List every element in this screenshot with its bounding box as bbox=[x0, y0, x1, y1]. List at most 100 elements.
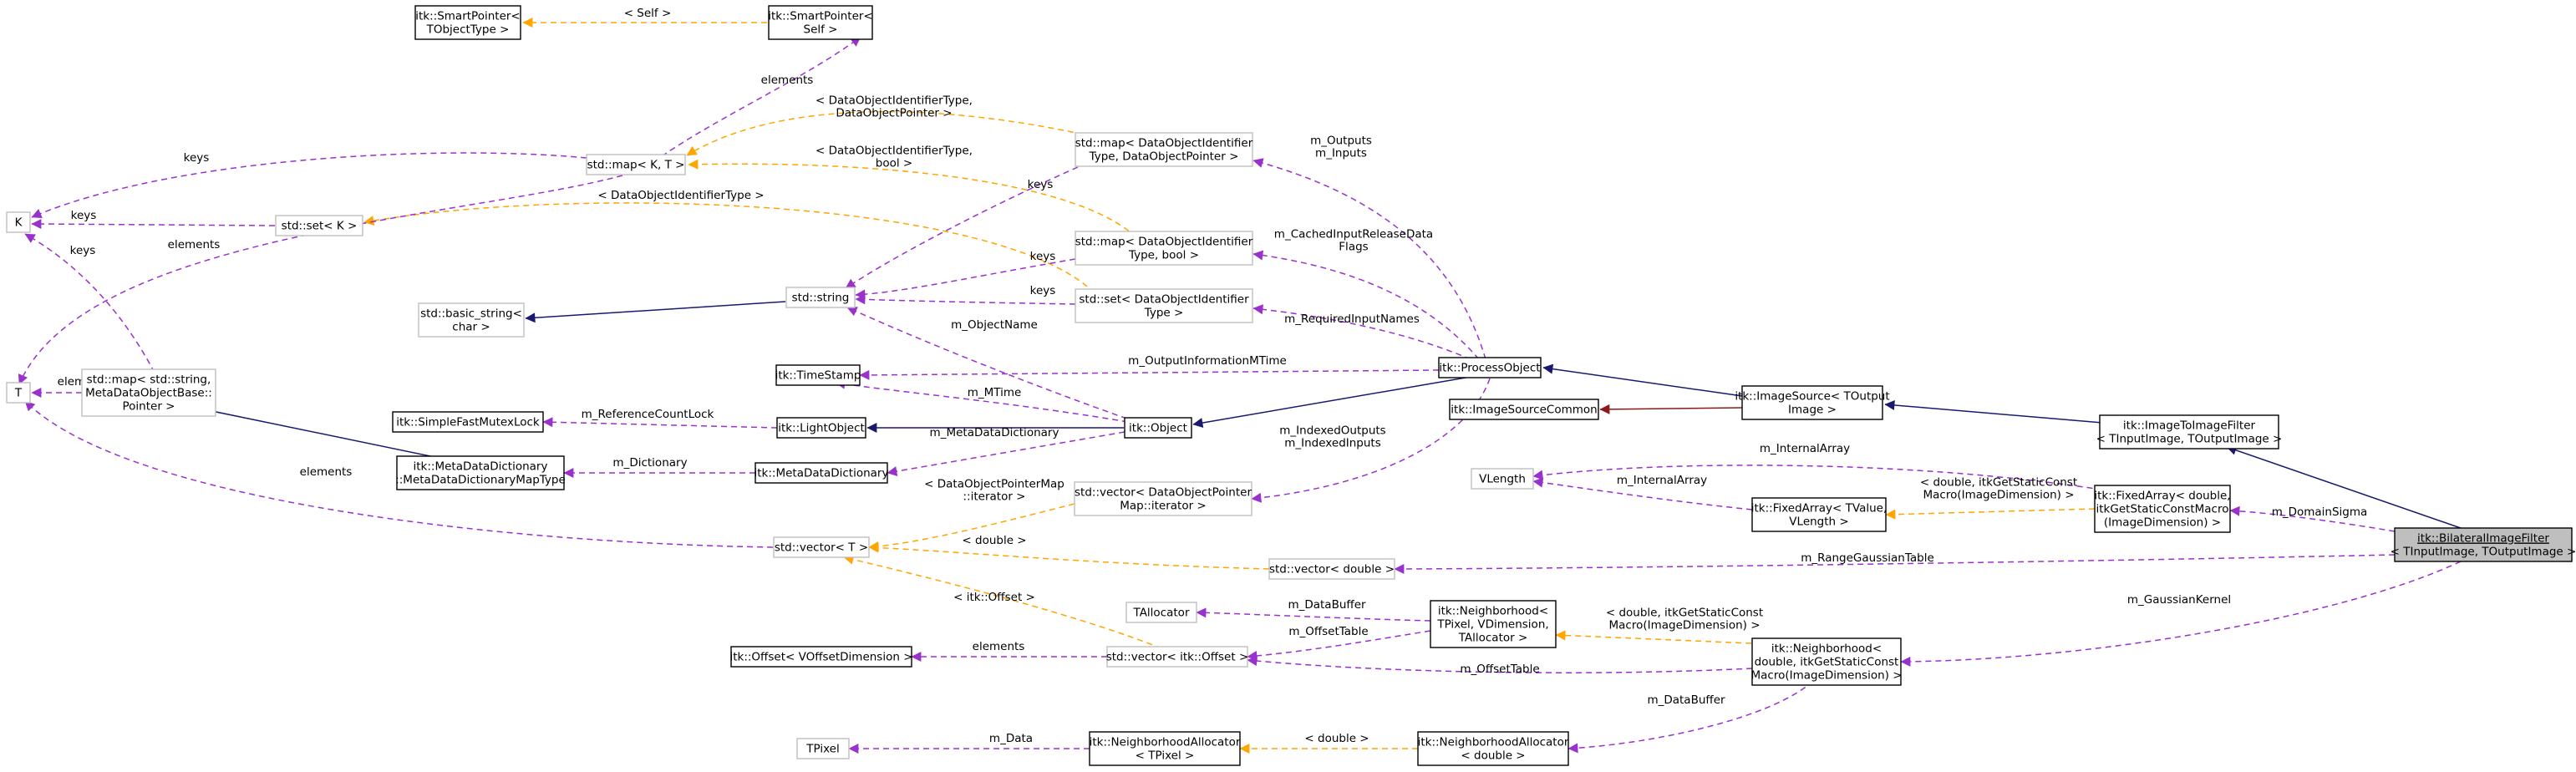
node-label-line: itk::SimpleFastMutexLock bbox=[396, 416, 540, 429]
node-box bbox=[775, 364, 861, 386]
node-box[interactable] bbox=[2394, 527, 2573, 562]
node-label-line: itk::ImageSource< TOutput bbox=[1735, 390, 1889, 404]
node-box bbox=[1449, 399, 1599, 420]
edge-label-line: m_IndexedOutputs bbox=[1279, 424, 1385, 438]
edge-label-line: bool > bbox=[876, 157, 912, 170]
edge-label-stdMapMeta_K: keys bbox=[70, 244, 96, 257]
edge-mapDOBool_stdString bbox=[855, 258, 1076, 300]
node-label-line: Self > bbox=[804, 23, 838, 37]
node-label-line: Type > bbox=[1144, 307, 1184, 320]
node-label: std::vector< itk::Offset > bbox=[1106, 651, 1249, 664]
node-box bbox=[755, 462, 888, 484]
edge-label-stdMapKT_spSelf: elements bbox=[761, 74, 814, 87]
node-box bbox=[414, 5, 521, 40]
node-label-line: < TInputImage, TOutputImage > bbox=[2391, 546, 2576, 559]
edge-label-setDO_stdString: keys bbox=[1030, 284, 1056, 297]
node-label-line: Pointer > bbox=[123, 400, 175, 414]
edge-label-line: m_OffsetTable bbox=[1288, 625, 1368, 638]
edge-label-nbDouble_vecOffset: m_OffsetTable bbox=[1460, 663, 1539, 676]
edge-nbDouble_vecOffset bbox=[1247, 656, 1753, 673]
node-box bbox=[1125, 602, 1197, 623]
node-label-line: TAllocator > bbox=[1458, 632, 1528, 645]
edge-vecOffset_vecT bbox=[843, 554, 1162, 649]
node-lightObject: itk::LightObject bbox=[776, 417, 866, 439]
node-box bbox=[768, 5, 873, 40]
edge-label-line: m_RequiredInputNames bbox=[1284, 312, 1420, 326]
edge-label-mapDOBool_stdMapKT: < DataObjectIdentifierType,bool > bbox=[815, 145, 973, 170]
node-mutexLock: itk::SimpleFastMutexLock bbox=[392, 411, 544, 433]
edge-label-line: < double, itkGetStaticConst bbox=[1606, 607, 1763, 620]
node-label: itk::LightObject bbox=[778, 422, 865, 435]
node-label-line: itk::MetaDataDictionary bbox=[755, 467, 889, 480]
edge-label-line: < DataObjectIdentifierType, bbox=[815, 145, 973, 158]
node-box bbox=[392, 411, 544, 433]
edge-label-line: elements bbox=[168, 238, 221, 251]
node-label-line: std::string bbox=[792, 292, 850, 305]
node-T: T bbox=[6, 382, 31, 404]
edge-imgToImg_imgSource bbox=[1884, 399, 2123, 425]
node-label-line: < TInputImage, TOutputImage > bbox=[2096, 433, 2283, 446]
edge-vecDouble_vecT bbox=[868, 542, 1270, 570]
node-metaDict: itk::MetaDataDictionary bbox=[755, 462, 889, 484]
node-vecOffset: std::vector< itk::Offset > bbox=[1106, 646, 1249, 668]
node-label-line: T bbox=[14, 387, 23, 400]
edge-label-line: m_OutputInformationMTime bbox=[1128, 354, 1287, 368]
edge-processObject_setDO bbox=[1252, 304, 1471, 360]
node-label-line: itk::Offset< VOffsetDimension > bbox=[729, 651, 912, 664]
edge-nbTPixel_TAllocator bbox=[1196, 607, 1431, 622]
edge-label-line: DataObjectPointer > bbox=[836, 107, 952, 120]
node-label: std::map< K, T > bbox=[587, 159, 685, 172]
node-label-line: itk::Object bbox=[1129, 422, 1187, 435]
edge-label-nbAllocTPixel_TPixel: m_Data bbox=[989, 732, 1033, 745]
node-box bbox=[6, 211, 31, 233]
edge-stdMapMeta_K bbox=[24, 233, 155, 373]
node-object: itk::Object bbox=[1124, 417, 1192, 439]
node-fixedArrayTV: itk::FixedArray< TValue,VLength > bbox=[1751, 497, 1888, 532]
edge-label-fixedArrayTV_VLength: m_InternalArray bbox=[1617, 474, 1707, 487]
node-label: itk::Neighborhood<double, itkGetStaticCo… bbox=[1750, 642, 1902, 683]
node-box bbox=[586, 154, 686, 175]
edge-label-line: < Self > bbox=[624, 7, 672, 20]
edge-label-mapDOPtr_stdMapKT: < DataObjectIdentifierType,DataObjectPoi… bbox=[815, 94, 973, 120]
node-label-line: itk::Neighborhood< bbox=[1438, 605, 1548, 618]
edge-label-line: m_Dictionary bbox=[612, 456, 687, 470]
node-box bbox=[1075, 231, 1253, 266]
edge-label-line: keys bbox=[1030, 284, 1056, 297]
node-box bbox=[6, 382, 31, 404]
node-label-line: itk::TimeStamp bbox=[775, 369, 861, 383]
node-label-line: itkGetStaticConstMacro bbox=[2096, 503, 2229, 516]
node-label-line: itk::LightObject bbox=[778, 422, 865, 435]
node-box bbox=[1438, 357, 1542, 378]
node-label-line: itk::FixedArray< TValue, bbox=[1751, 502, 1888, 516]
edge-fixedArrayTV_VLength bbox=[1532, 477, 1753, 510]
node-vecT: std::vector< T > bbox=[773, 536, 870, 558]
edge-labels: < Self >elements< DataObjectIdentifierTy… bbox=[58, 7, 2368, 745]
node-label: itk::NeighborhoodAllocator< TPixel > bbox=[1090, 736, 1241, 763]
node-box bbox=[1075, 132, 1253, 167]
node-label-line: itk::NeighborhoodAllocator bbox=[1090, 736, 1241, 749]
node-offsetV: itk::Offset< VOffsetDimension > bbox=[729, 646, 913, 668]
node-TPixel: TPixel bbox=[796, 738, 850, 759]
edge-label-line: m_InternalArray bbox=[1617, 474, 1707, 487]
node-TAllocator: TAllocator bbox=[1125, 602, 1197, 623]
node-box bbox=[275, 215, 363, 236]
node-box bbox=[1106, 646, 1248, 668]
edge-fixedArrayDouble_VLength bbox=[1532, 465, 2123, 494]
node-label: itk::ImageSourceCommon bbox=[1451, 404, 1597, 417]
node-box bbox=[796, 738, 850, 759]
node-box bbox=[1471, 468, 1534, 490]
edge-label-line: m_IndexedInputs bbox=[1284, 437, 1381, 450]
edge-label-line: keys bbox=[1028, 178, 1054, 191]
edge-label-line: Flags bbox=[1339, 241, 1368, 254]
edge-label-line: keys bbox=[71, 209, 97, 222]
node-label-line: itk::BilateralImageFilter bbox=[2417, 532, 2549, 546]
edge-fixedArrayDouble_fixedArrayTV bbox=[1885, 508, 2096, 520]
edge-label-line: m_Data bbox=[989, 732, 1033, 745]
edge-label-spSelf_spT: < Self > bbox=[624, 7, 672, 20]
node-bilateral[interactable]: itk::BilateralImageFilter< TInputImage, … bbox=[2391, 527, 2576, 562]
